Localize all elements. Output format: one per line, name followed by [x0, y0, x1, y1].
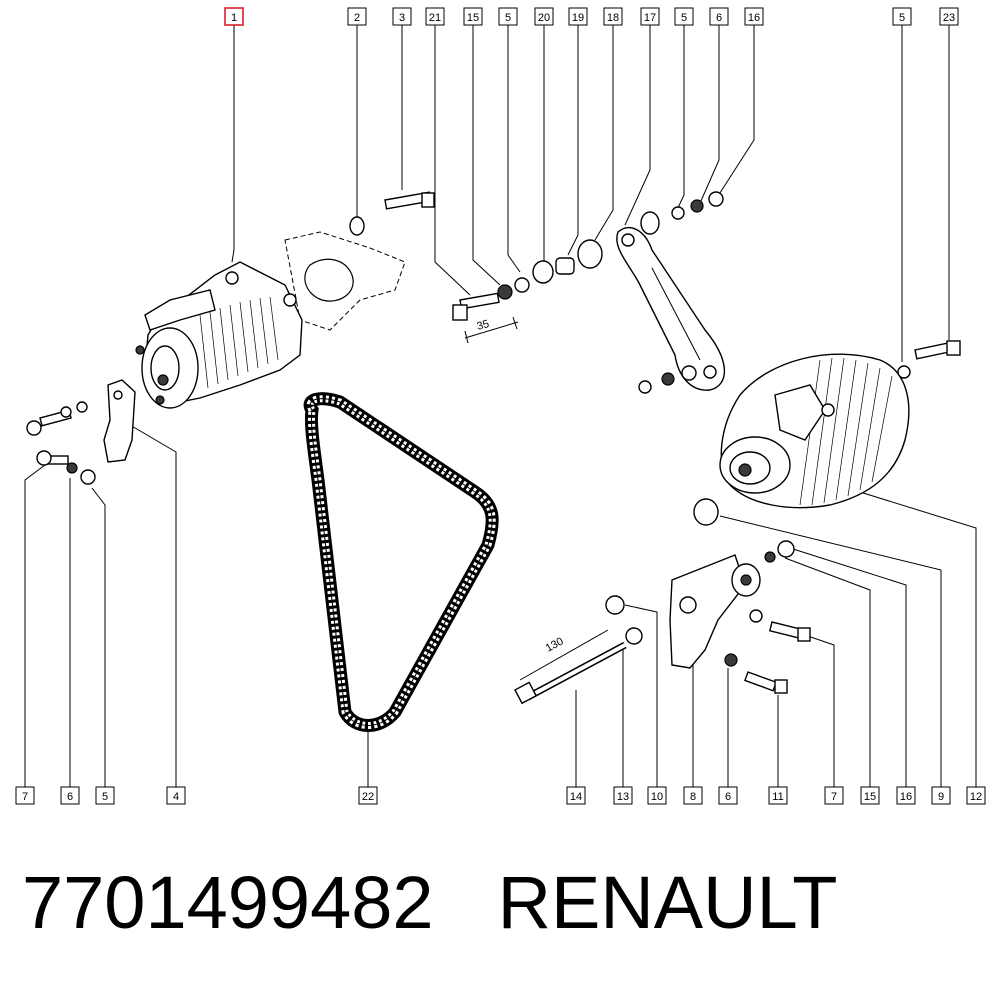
- callout-14: 14: [566, 786, 586, 805]
- callout-label: 22: [362, 791, 374, 803]
- brand-name: RENAULT: [497, 861, 838, 944]
- callouts-bottom: 7 6 5 4 22 14 13 10 8 6 11 7 15 16 9 12: [15, 786, 986, 805]
- callout-label: 2: [354, 12, 360, 24]
- callout-7-br: 7: [824, 786, 844, 805]
- callout-label: 5: [681, 12, 687, 24]
- callout-13: 13: [613, 786, 633, 805]
- callout-label: 7: [22, 791, 28, 803]
- callout-label: 5: [899, 12, 905, 24]
- part-number: 7701499482: [22, 861, 434, 944]
- callout-label: 6: [67, 791, 73, 803]
- callout-6-br: 6: [718, 786, 738, 805]
- callout-19: 19: [568, 7, 588, 26]
- callout-label: 15: [864, 791, 876, 803]
- callout-5-bl: 5: [95, 786, 115, 805]
- starter-motor: [135, 261, 303, 409]
- callout-label: 10: [651, 791, 663, 803]
- callout-label: 16: [748, 12, 760, 24]
- callout-label: 23: [943, 12, 955, 24]
- callout-label: 16: [900, 791, 912, 803]
- callout-17: 17: [640, 7, 660, 26]
- callout-label: 7: [831, 791, 837, 803]
- callout-label: 19: [572, 12, 584, 24]
- callout-3: 3: [392, 7, 412, 26]
- callout-5c: 5: [892, 7, 912, 26]
- starter-fasteners: [26, 191, 435, 485]
- callout-label: 20: [538, 12, 550, 24]
- callout-label: 1: [231, 12, 237, 24]
- callout-22: 22: [358, 786, 378, 805]
- callout-label: 9: [938, 791, 944, 803]
- v-belt: [303, 392, 499, 732]
- callout-9: 9: [931, 786, 951, 805]
- callout-11: 11: [768, 786, 788, 805]
- callout-15-br: 15: [860, 786, 880, 805]
- callout-6: 6: [709, 7, 729, 26]
- callout-label: 5: [505, 12, 511, 24]
- callout-label: 12: [970, 791, 982, 803]
- callout-label: 15: [467, 12, 479, 24]
- callout-21: 21: [425, 7, 445, 26]
- callout-1: 1: [224, 7, 244, 26]
- callout-label: 8: [690, 791, 696, 803]
- callout-label: 18: [607, 12, 619, 24]
- callout-23: 23: [939, 7, 959, 26]
- callout-12: 12: [966, 786, 986, 805]
- callout-label: 14: [570, 791, 582, 803]
- callout-16-br: 16: [896, 786, 916, 805]
- callout-15: 15: [463, 7, 483, 26]
- callout-4: 4: [166, 786, 186, 805]
- alternator: [719, 340, 961, 509]
- callout-2: 2: [347, 7, 367, 26]
- callout-10: 10: [647, 786, 667, 805]
- callout-label: 6: [725, 791, 731, 803]
- leader-lines: [24, 25, 977, 787]
- dimension-35-label: 35: [476, 318, 491, 333]
- callout-5: 5: [498, 7, 518, 26]
- callout-label: 5: [102, 791, 108, 803]
- callout-6-bl: 6: [60, 786, 80, 805]
- callout-5b: 5: [674, 7, 694, 26]
- callouts-top: 1 2 3 21 15 5 20 19 18 17 5 6 16 5 23: [224, 7, 959, 26]
- bracket-fasteners: 35: [452, 191, 726, 394]
- callout-label: 17: [644, 12, 656, 24]
- callout-7-bl: 7: [15, 786, 35, 805]
- alternator-lower-bracket: 130: [514, 498, 811, 705]
- callout-label: 4: [173, 791, 179, 803]
- dimension-130-label: 130: [544, 635, 566, 654]
- callout-label: 3: [399, 12, 405, 24]
- callout-label: 13: [617, 791, 629, 803]
- callout-label: 11: [772, 791, 783, 803]
- callout-label: 21: [429, 12, 441, 24]
- callout-20: 20: [534, 7, 554, 26]
- callout-18: 18: [603, 7, 623, 26]
- callout-8: 8: [683, 786, 703, 805]
- engine-block-outline: [284, 231, 406, 331]
- callout-label: 6: [716, 12, 722, 24]
- callout-16: 16: [744, 7, 764, 26]
- part-number-caption: 7701499482 RENAULT: [22, 858, 837, 948]
